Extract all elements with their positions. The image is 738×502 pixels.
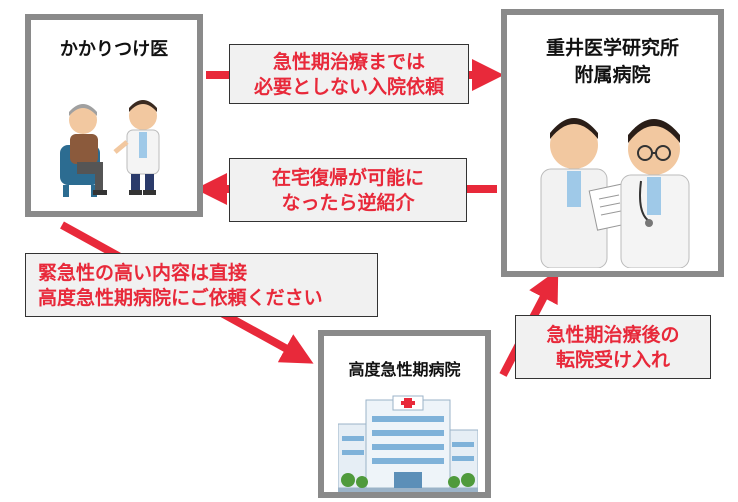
note-admission-request-line1: 急性期治療までは: [272, 51, 425, 73]
clinic-node: かかりつけ医: [25, 14, 203, 217]
clinic-title: かかりつけ医: [59, 39, 169, 60]
acute-hospital-title: 高度急性期病院: [348, 360, 461, 379]
note-admission-request-line2: 必要としない入院依頼: [253, 76, 444, 98]
note-reverse-referral-line1: 在宅復帰が可能に: [271, 167, 424, 189]
note-reverse-referral: 在宅復帰が可能に なったら逆紹介: [229, 158, 467, 222]
note-transfer: 急性期治療後の 転院受け入れ: [515, 315, 711, 379]
hospital-building-icon: [338, 395, 478, 492]
doctor-and-patient-icon: [60, 100, 160, 197]
note-urgent-request-line1: 緊急性の高い内容は直接: [38, 262, 248, 284]
note-reverse-referral-line2: なったら逆紹介: [281, 192, 415, 214]
acute-hospital-node: 高度急性期病院: [318, 330, 491, 498]
institute-title-line1: 重井医学研究所: [545, 37, 679, 59]
note-urgent-request: 緊急性の高い内容は直接 高度急性期病院にご依頼ください: [25, 253, 378, 317]
institute-node: 重井医学研究所 附属病院: [501, 9, 724, 277]
note-transfer-line1: 急性期治療後の: [546, 324, 680, 346]
note-admission-request: 急性期治療までは 必要としない入院依頼: [229, 44, 469, 104]
institute-title-line2: 附属病院: [574, 64, 651, 86]
two-doctors-icon: [540, 118, 690, 268]
note-urgent-request-line2: 高度急性期病院にご依頼ください: [38, 287, 323, 309]
note-transfer-line2: 転院受け入れ: [555, 349, 670, 371]
